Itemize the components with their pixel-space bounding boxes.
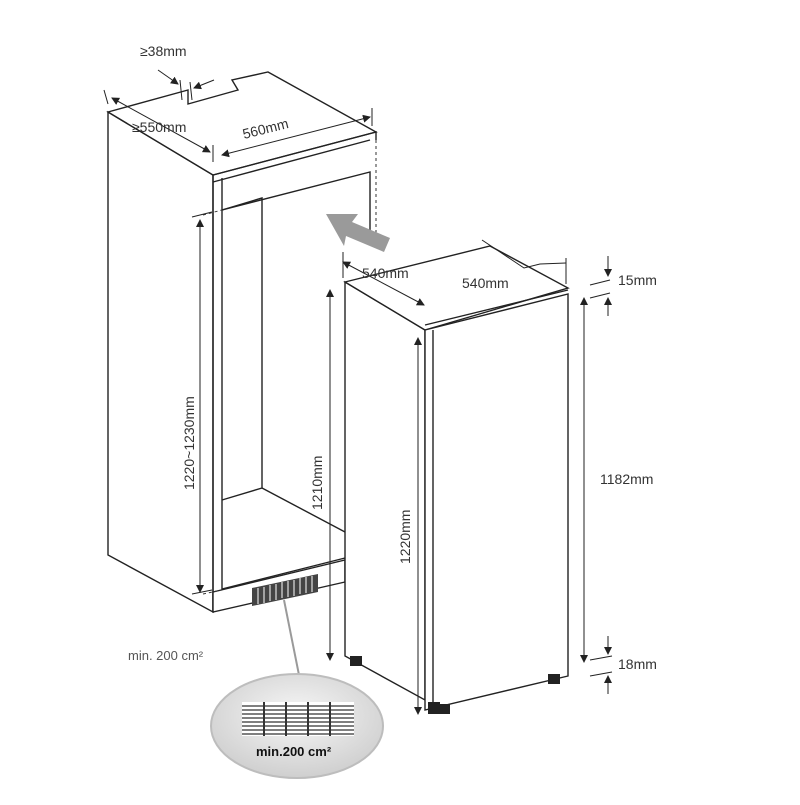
label-appliance-depth: 540mm bbox=[362, 265, 409, 281]
label-vent-area: min. 200 cm² bbox=[128, 648, 204, 663]
cabinet-front-top-edge bbox=[212, 131, 377, 176]
appliance-door bbox=[424, 293, 569, 711]
vent-zoom-grille bbox=[242, 702, 354, 736]
appliance-side bbox=[344, 280, 426, 702]
appliance-foot bbox=[548, 674, 560, 684]
appliance-top bbox=[343, 245, 570, 331]
label-niche-gap: ≥38mm bbox=[140, 43, 187, 59]
vent-zoom-callout: min.200 cm² bbox=[210, 599, 384, 779]
appliance bbox=[343, 245, 570, 714]
niche-interior bbox=[221, 197, 263, 501]
cabinet-niche bbox=[106, 71, 378, 614]
label-appliance-height-side: 1210mm bbox=[309, 456, 325, 510]
label-niche-height: 1220~1230mm bbox=[181, 396, 197, 490]
label-niche-depth: ≥550mm bbox=[132, 119, 186, 135]
cabinet-side-panel bbox=[107, 110, 214, 614]
label-appliance-width: 540mm bbox=[462, 275, 509, 291]
label-top-gap: 15mm bbox=[618, 272, 657, 288]
appliance-dimensions: 540mm 540mm 15mm 1182mm 18mm 1210mm 1220… bbox=[309, 239, 657, 715]
plinth-vent-grille bbox=[252, 574, 318, 606]
label-appliance-height-front: 1220mm bbox=[397, 510, 413, 564]
appliance-foot bbox=[350, 656, 362, 666]
label-bottom-gap: 18mm bbox=[618, 656, 657, 672]
insert-arrow bbox=[326, 214, 390, 252]
label-appliance-body-height: 1182mm bbox=[600, 471, 653, 487]
label-vent-zoom: min.200 cm² bbox=[256, 744, 332, 759]
appliance-foot bbox=[428, 702, 440, 714]
